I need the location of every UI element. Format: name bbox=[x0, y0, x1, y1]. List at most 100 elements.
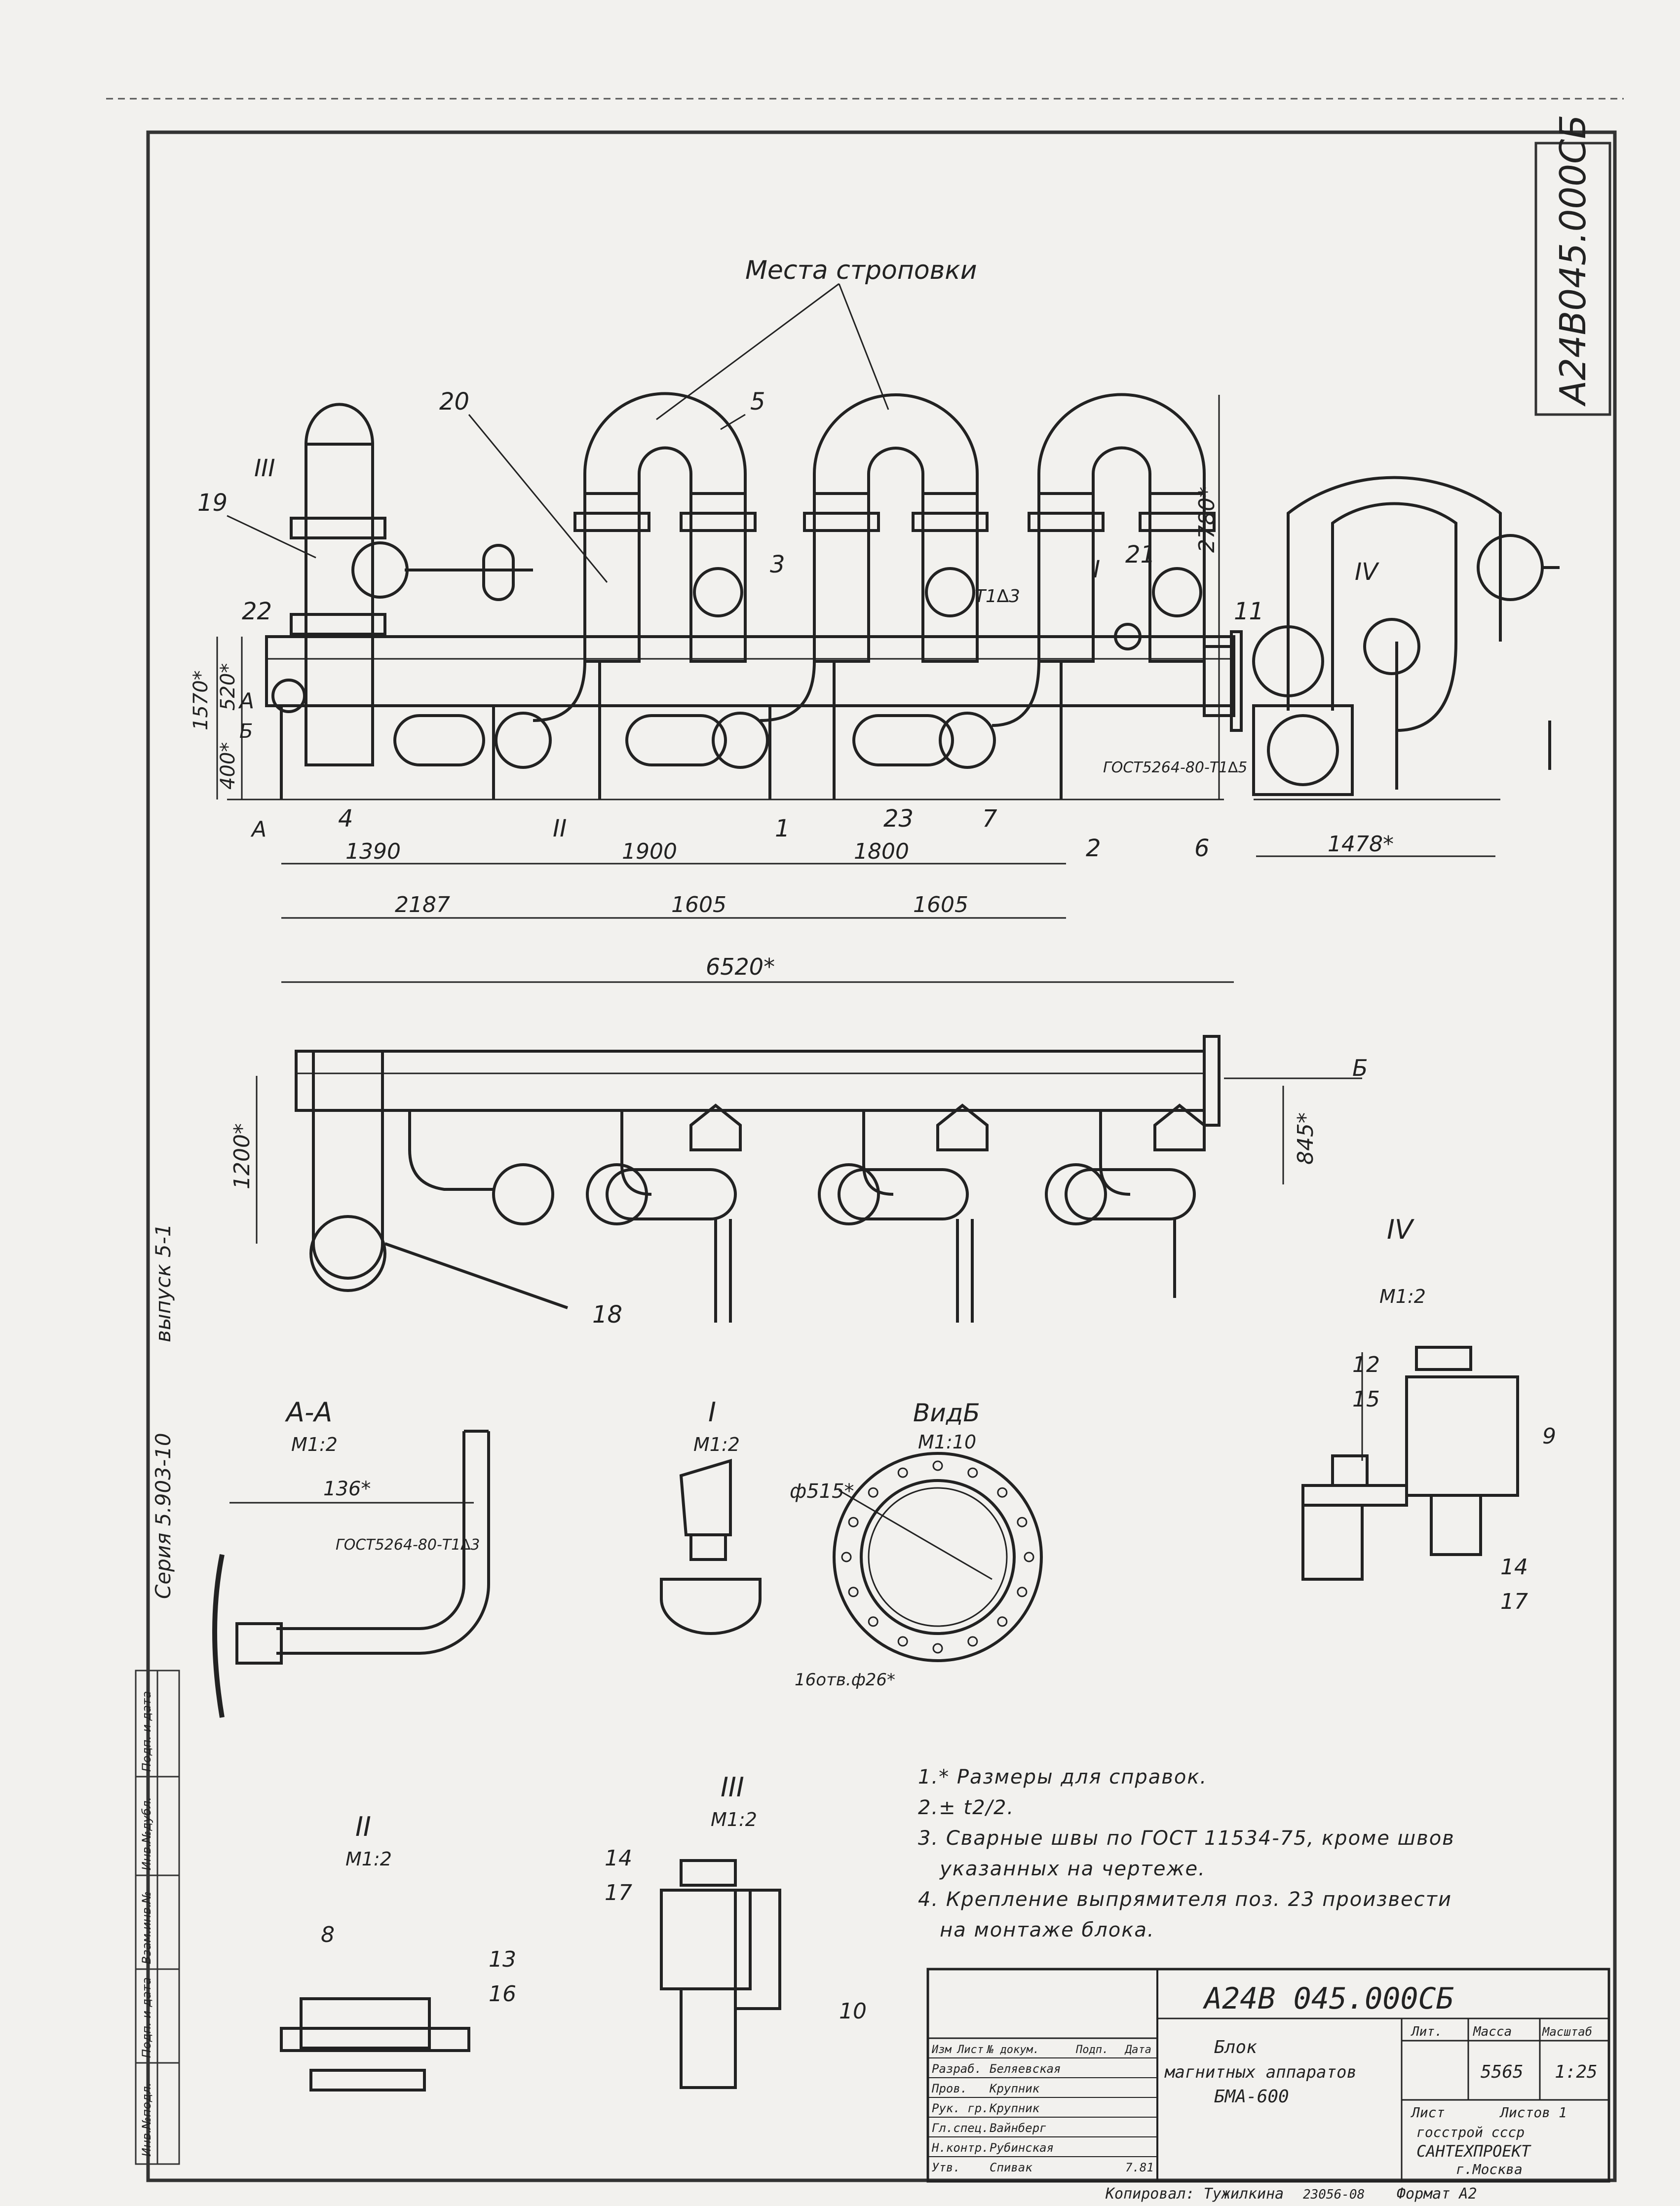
dim-2187: 2187 bbox=[395, 892, 450, 917]
flange-hole bbox=[967, 1636, 978, 1647]
callout-3: 3 bbox=[770, 551, 785, 578]
dim-6520: 6520* bbox=[706, 953, 775, 980]
tb-code: А24В 045.000СБ bbox=[1202, 1981, 1454, 2016]
dim-136: 136* bbox=[323, 1478, 371, 1500]
tb-mass-header: Масса bbox=[1473, 2024, 1512, 2039]
dim-1390: 1390 bbox=[345, 839, 401, 864]
dim-1478: 1478* bbox=[1328, 832, 1394, 857]
tb-name-0: Беляевская bbox=[990, 2062, 1061, 2076]
copied-by: Копировал: Тужилкина bbox=[1105, 2185, 1284, 2203]
issue-label: выпуск 5-1 bbox=[151, 1223, 175, 1342]
flange-hole bbox=[848, 1587, 859, 1597]
rigging-label: Места строповки bbox=[745, 256, 977, 285]
tb-head-3: Подп. bbox=[1075, 2044, 1108, 2056]
callout-9: 9 bbox=[1542, 1424, 1556, 1449]
notes: 1.* Размеры для справок. 2.± t2/2. 3. Св… bbox=[918, 1762, 1530, 1945]
weld-gost-t1-3: ГОСТ5264-80-Т1∆3 bbox=[336, 1536, 480, 1554]
plan-view bbox=[295, 1035, 1221, 1323]
callout-22: 22 bbox=[242, 598, 272, 625]
strip-5: Подп. и дата bbox=[140, 1691, 153, 1772]
section-a-bottom: А bbox=[250, 817, 267, 842]
plan-dimensions bbox=[256, 981, 1362, 1244]
aa-scale: М1:2 bbox=[291, 1434, 338, 1455]
flange-hole bbox=[841, 1552, 852, 1562]
tb-org-3: г.Москва bbox=[1456, 2161, 1523, 2177]
front-dimensions bbox=[216, 395, 1495, 919]
view-b: ВидБ М1:10 ф515* 16отв.ф26* bbox=[790, 1399, 1043, 1690]
note-4b: на монтаже блока. bbox=[918, 1919, 1155, 1941]
flange-hole bbox=[897, 1467, 908, 1478]
view-ii: II М1:2 8 13 16 bbox=[280, 1811, 516, 2092]
aa-title: А-А bbox=[285, 1397, 332, 1428]
dim-1605-a: 1605 bbox=[671, 892, 726, 917]
flange-holes bbox=[841, 1460, 1034, 1654]
tb-sheets: Листов 1 bbox=[1499, 2104, 1567, 2121]
flange-hole bbox=[932, 1460, 943, 1471]
tb-sheet: Лист bbox=[1411, 2104, 1445, 2121]
callout-17-iv: 17 bbox=[1500, 1589, 1528, 1614]
tb-head-1: Лист bbox=[956, 2044, 984, 2056]
flange-hole bbox=[997, 1487, 1008, 1498]
callout-5: 5 bbox=[750, 388, 765, 416]
u-bend-3 bbox=[1028, 393, 1216, 663]
callout-ii: II bbox=[553, 815, 567, 842]
tb-role-2: Рук. гр. bbox=[932, 2101, 989, 2115]
tb-head-2: № докум. bbox=[986, 2044, 1039, 2056]
flange-hole bbox=[997, 1616, 1008, 1627]
b-scale: М1:10 bbox=[918, 1431, 976, 1453]
callout-19: 19 bbox=[197, 489, 228, 517]
weld-t1-3: Т1∆3 bbox=[975, 586, 1020, 607]
dim-1570: 1570* bbox=[190, 670, 212, 730]
flange-hole bbox=[897, 1636, 908, 1647]
iii-title: III bbox=[721, 1772, 744, 1803]
weld-gost-t1-5: ГОСТ5264-80-Т1∆5 bbox=[1103, 759, 1247, 776]
drawing-number-box: А24В045.000СБ bbox=[1534, 114, 1611, 416]
page-number: 10 bbox=[839, 1999, 867, 2024]
flange-hole bbox=[1024, 1552, 1034, 1562]
iv-scale: М1:2 bbox=[1379, 1286, 1426, 1307]
tb-title-3: БМА-600 bbox=[1214, 2087, 1289, 2107]
series-label: Серия 5.903-10 bbox=[151, 1433, 175, 1599]
callout-18: 18 bbox=[592, 1301, 622, 1329]
tb-title-2: магнитных аппаратов bbox=[1164, 2062, 1357, 2082]
u-bend-2 bbox=[803, 393, 989, 663]
callout-iv: IV bbox=[1355, 558, 1379, 586]
front-view bbox=[227, 392, 1560, 800]
tb-name-5: Спивак bbox=[990, 2161, 1032, 2174]
callout-17-iii: 17 bbox=[605, 1880, 632, 1905]
flange-hole bbox=[868, 1487, 878, 1498]
callout-23: 23 bbox=[883, 805, 914, 833]
section-a-top: А bbox=[238, 688, 254, 714]
dim-400: 400* bbox=[217, 742, 239, 790]
callout-4: 4 bbox=[338, 805, 353, 833]
callout-8: 8 bbox=[321, 1922, 335, 1947]
iii-scale: М1:2 bbox=[711, 1809, 757, 1830]
callout-14-iii: 14 bbox=[605, 1846, 632, 1871]
callout-iii: III bbox=[254, 455, 275, 482]
tb-scale-header: Масштаб bbox=[1542, 2025, 1592, 2039]
tb-name-1: Крупник bbox=[989, 2082, 1040, 2095]
callout-21: 21 bbox=[1125, 541, 1155, 569]
flange-hole bbox=[967, 1467, 978, 1478]
note-2: 2.± t2/2. bbox=[918, 1796, 1015, 1819]
dim-1200: 1200* bbox=[229, 1123, 255, 1189]
tb-role-5: Утв. bbox=[932, 2161, 960, 2174]
callout-15: 15 bbox=[1352, 1387, 1380, 1412]
dim-2780: 2780* bbox=[1194, 487, 1220, 553]
callout-6: 6 bbox=[1194, 835, 1210, 862]
strip-3: Взам.инв.№ bbox=[140, 1891, 153, 1964]
callout-i: I bbox=[1093, 556, 1100, 583]
dim-1800: 1800 bbox=[854, 839, 909, 864]
title-block: А24В 045.000СБ Блок магнитных аппаратов … bbox=[926, 1968, 1610, 2183]
right-unit bbox=[1252, 476, 1560, 800]
tb-title-1: Блок bbox=[1214, 2037, 1257, 2057]
tb-org-2: САНТЕХПРОЕКТ bbox=[1416, 2142, 1531, 2161]
view-iii: III М1:2 14 17 bbox=[605, 1772, 781, 2089]
flange-hole bbox=[1017, 1517, 1028, 1527]
ii-title: II bbox=[355, 1811, 371, 1842]
tb-lit-header: Лит. bbox=[1411, 2024, 1443, 2039]
note-3: 3. Сварные швы по ГОСТ 11534-75, кроме ш… bbox=[918, 1827, 1455, 1850]
ii-scale: М1:2 bbox=[345, 1848, 392, 1870]
note-3b: указанных на чертеже. bbox=[918, 1858, 1206, 1880]
drawing-frame bbox=[146, 130, 1617, 2182]
